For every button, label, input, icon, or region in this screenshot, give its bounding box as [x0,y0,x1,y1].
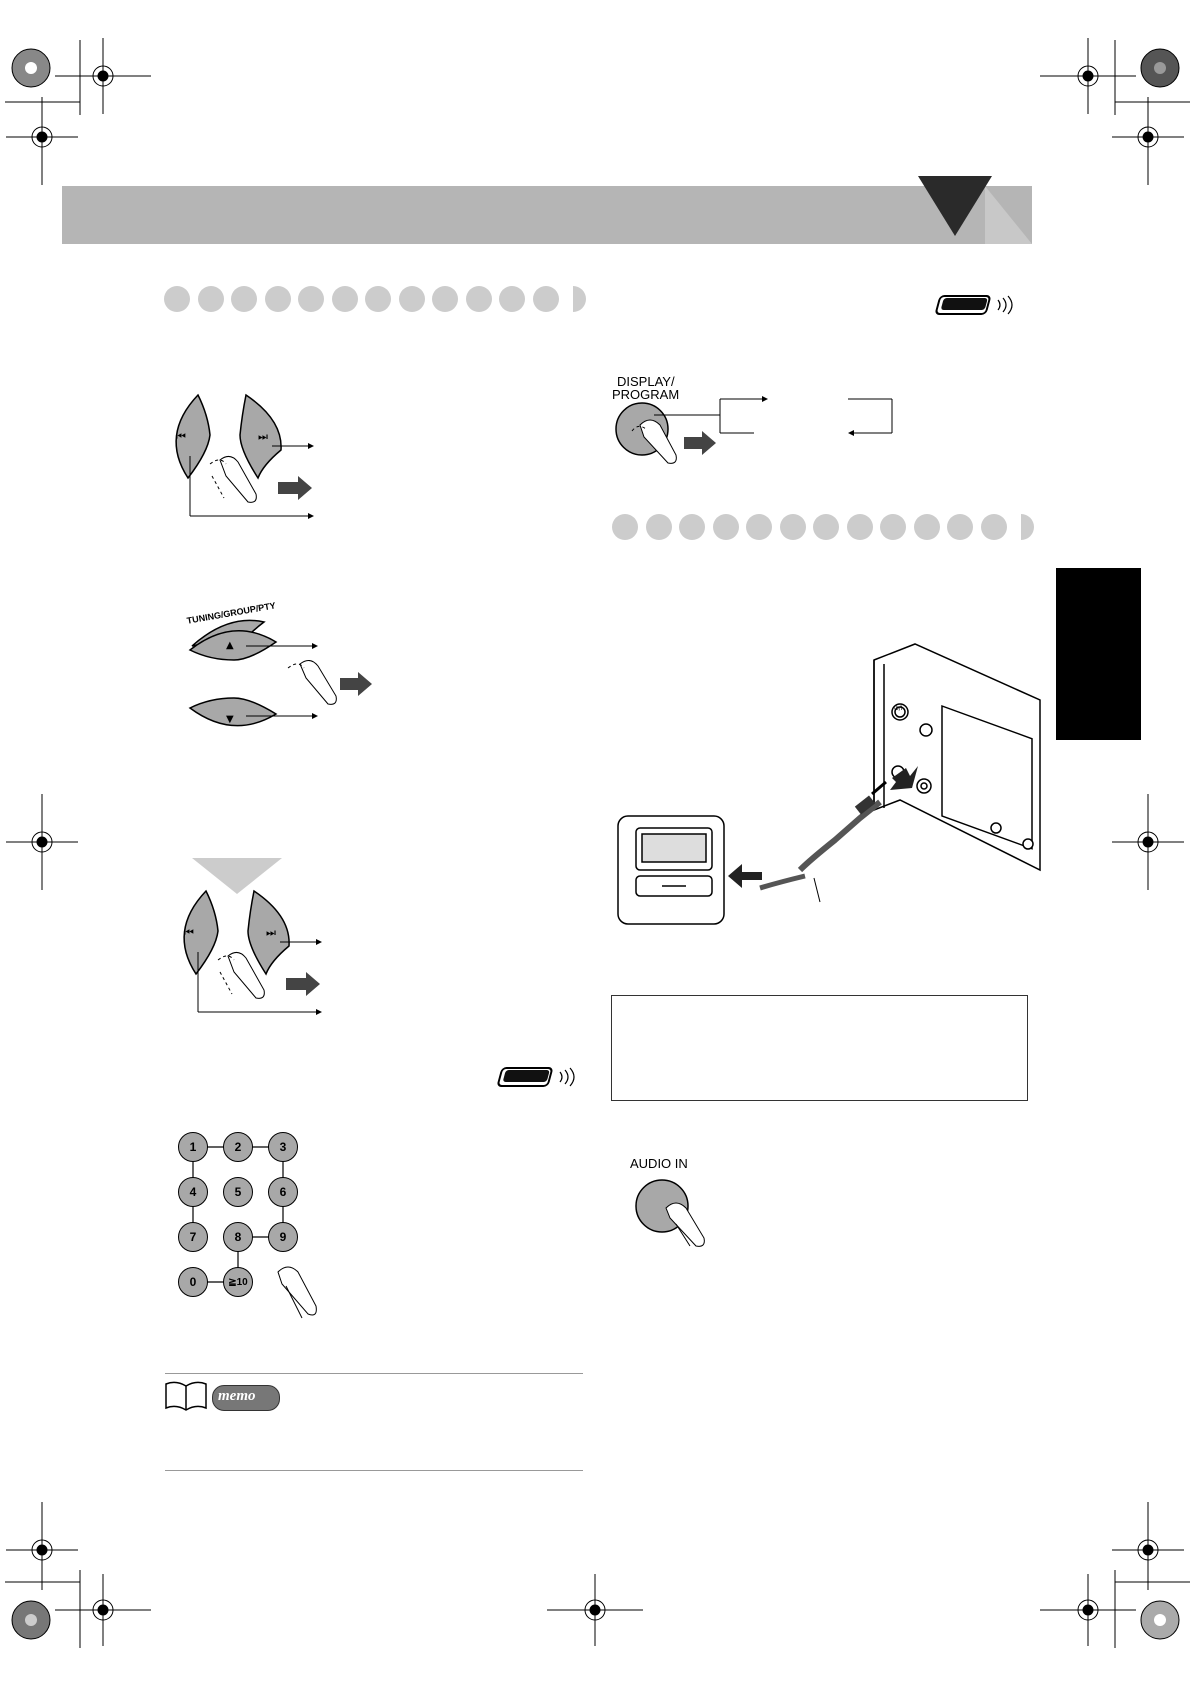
caution-note-box [611,995,1028,1101]
audio-in-label: AUDIO IN [630,1156,688,1171]
main-unit [873,643,1041,872]
number-key-1[interactable]: 1 [178,1132,208,1162]
skip-back-button [183,889,219,976]
svg-text:⏮: ⏮ [184,926,194,939]
skip-forward-button [239,393,282,480]
number-key-5[interactable]: 5 [223,1177,253,1207]
step-down-arrow [192,858,282,894]
book-icon [165,1381,207,1411]
side-language-tab [1056,568,1141,740]
memo-label: memo [218,1388,256,1404]
memo-bottom-rule [165,1470,583,1471]
svg-text:⏭: ⏭ [266,926,276,939]
portable-audio-player [617,815,725,925]
skip-forward-button [247,889,290,976]
svg-text:⏭: ⏭ [258,430,268,443]
skip-back-button [175,393,211,480]
dot-row-right [612,514,1034,540]
header-triangle-decoration [918,176,1032,244]
dot-row-left [164,286,586,312]
connection-diagram: ⏻/I [617,643,1041,925]
number-key-2[interactable]: 2 [223,1132,253,1162]
number-key-7[interactable]: 7 [178,1222,208,1252]
number-key-8[interactable]: 8 [223,1222,253,1252]
section-header-band [62,186,1032,244]
display-program-label-line1: DISPLAY/ [617,374,675,389]
svg-text:⏮: ⏮ [176,430,186,443]
up-arrow-icon: ▲ [226,640,234,651]
number-key-0[interactable]: 0 [178,1267,208,1297]
display-program-diagram [615,396,893,464]
tuning-down-button [188,697,278,727]
remote-control-icon [497,1067,575,1087]
svg-text:⏻/I: ⏻/I [894,705,903,712]
audio-in-diagram [635,1179,705,1247]
memo-badge [212,1385,280,1411]
skip-buttons-diagram-top: ⏮ ⏭ [175,393,314,519]
number-key-plus10[interactable]: ≧10 [223,1267,253,1297]
skip-buttons-diagram-middle: ⏮ ⏭ [183,889,322,1015]
down-arrow-icon: ▼ [226,714,234,725]
tuning-buttons-diagram: ▲ ▼ [188,619,372,727]
remote-control-icon [935,295,1013,315]
memo-top-rule [165,1373,583,1374]
number-key-4[interactable]: 4 [178,1177,208,1207]
finger-press-icon [277,1266,317,1319]
number-key-6[interactable]: 6 [268,1177,298,1207]
display-program-label-line2: PROGRAM [612,387,680,402]
number-key-9[interactable]: 9 [268,1222,298,1252]
number-key-3[interactable]: 3 [268,1132,298,1162]
